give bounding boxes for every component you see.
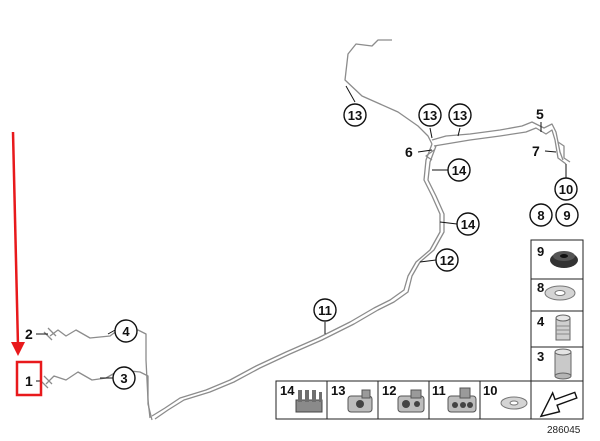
parts-column-items: 9 8 4 3: [537, 244, 578, 418]
washer-icon: [500, 396, 528, 410]
part-14[interactable]: 14: [280, 383, 323, 413]
fitting-7-body: [557, 141, 571, 163]
callout-13-upper[interactable]: 13: [343, 103, 367, 127]
part-13[interactable]: 13: [331, 383, 373, 413]
pipe-clip-strip-icon: [295, 390, 323, 413]
part-4[interactable]: 4: [537, 314, 571, 341]
callout-13-middle[interactable]: 13: [418, 103, 442, 127]
fitting-2-body: [43, 327, 57, 341]
triple-holder-icon: [447, 387, 477, 413]
pipe-to-fitting-1: [45, 369, 153, 421]
label-1[interactable]: 1: [25, 373, 33, 389]
fitting-6-body: [425, 149, 435, 161]
washer-icon: [544, 285, 576, 301]
threaded-bushing-icon: [555, 314, 571, 341]
svg-text:14: 14: [461, 217, 476, 232]
svg-text:8: 8: [537, 208, 544, 223]
pipe-main-a: [151, 143, 441, 417]
part-12[interactable]: 12: [382, 383, 425, 413]
pipe-right-branch-2: [433, 127, 567, 165]
svg-text:13: 13: [331, 383, 345, 398]
parts-row-items: 14 13 12: [280, 383, 528, 413]
svg-text:11: 11: [318, 303, 332, 318]
svg-text:14: 14: [452, 163, 467, 178]
callout-4[interactable]: 4: [114, 319, 138, 343]
plain-labels: 5 6 7 2 1: [25, 106, 544, 389]
callout-12[interactable]: 12: [435, 248, 459, 272]
svg-text:3: 3: [120, 371, 127, 386]
svg-text:14: 14: [280, 383, 295, 398]
leader-lines: [36, 85, 567, 382]
svg-text:11: 11: [432, 383, 446, 398]
pipe-main-b: [154, 145, 445, 420]
pipe-to-fitting-2: [49, 329, 151, 419]
pipe-lines: [39, 39, 571, 421]
callout-13-right[interactable]: 13: [448, 103, 472, 127]
svg-text:13: 13: [423, 108, 437, 123]
double-holder-icon: [397, 389, 425, 413]
svg-text:4: 4: [537, 314, 545, 329]
svg-text:3: 3: [537, 349, 544, 364]
svg-text:13: 13: [348, 108, 362, 123]
svg-text:10: 10: [483, 383, 497, 398]
part-11[interactable]: 11: [432, 383, 477, 413]
svg-text:9: 9: [537, 244, 544, 259]
part-8[interactable]: 8: [537, 280, 576, 301]
label-7[interactable]: 7: [532, 143, 540, 159]
grommet-icon: [550, 251, 578, 268]
pipe-upper-loop: [344, 39, 433, 145]
label-6[interactable]: 6: [405, 144, 413, 160]
part-3[interactable]: 3: [537, 348, 572, 380]
callout-9[interactable]: 9: [555, 203, 579, 227]
direction-arrow-icon: [539, 391, 578, 418]
svg-text:10: 10: [559, 182, 573, 197]
svg-text:4: 4: [122, 324, 130, 339]
callouts: 13 13 13 14 14 12 11 10: [112, 103, 579, 390]
svg-text:12: 12: [440, 253, 454, 268]
part-10[interactable]: 10: [483, 383, 528, 410]
callout-14-lower[interactable]: 14: [456, 212, 480, 236]
svg-text:13: 13: [453, 108, 467, 123]
bushing-icon: [554, 348, 572, 380]
pipe-holder-icon: [347, 389, 373, 413]
label-2[interactable]: 2: [25, 326, 33, 342]
highlight-annotation: [11, 131, 43, 397]
label-5[interactable]: 5: [536, 106, 544, 122]
svg-text:8: 8: [537, 280, 544, 295]
part-9[interactable]: 9: [537, 244, 578, 268]
callout-8[interactable]: 8: [529, 203, 553, 227]
diagram-id: 286045: [547, 425, 581, 436]
svg-text:12: 12: [382, 383, 396, 398]
callout-11[interactable]: 11: [313, 298, 337, 322]
svg-text:9: 9: [563, 208, 570, 223]
pipe-right-branch: [431, 121, 564, 161]
highlight-arrow-head: [11, 342, 25, 356]
callout-14-upper[interactable]: 14: [447, 158, 471, 182]
callout-10[interactable]: 10: [554, 177, 578, 201]
callout-3[interactable]: 3: [112, 366, 136, 390]
highlight-box: [15, 360, 43, 397]
highlight-arrow-shaft: [11, 131, 20, 347]
